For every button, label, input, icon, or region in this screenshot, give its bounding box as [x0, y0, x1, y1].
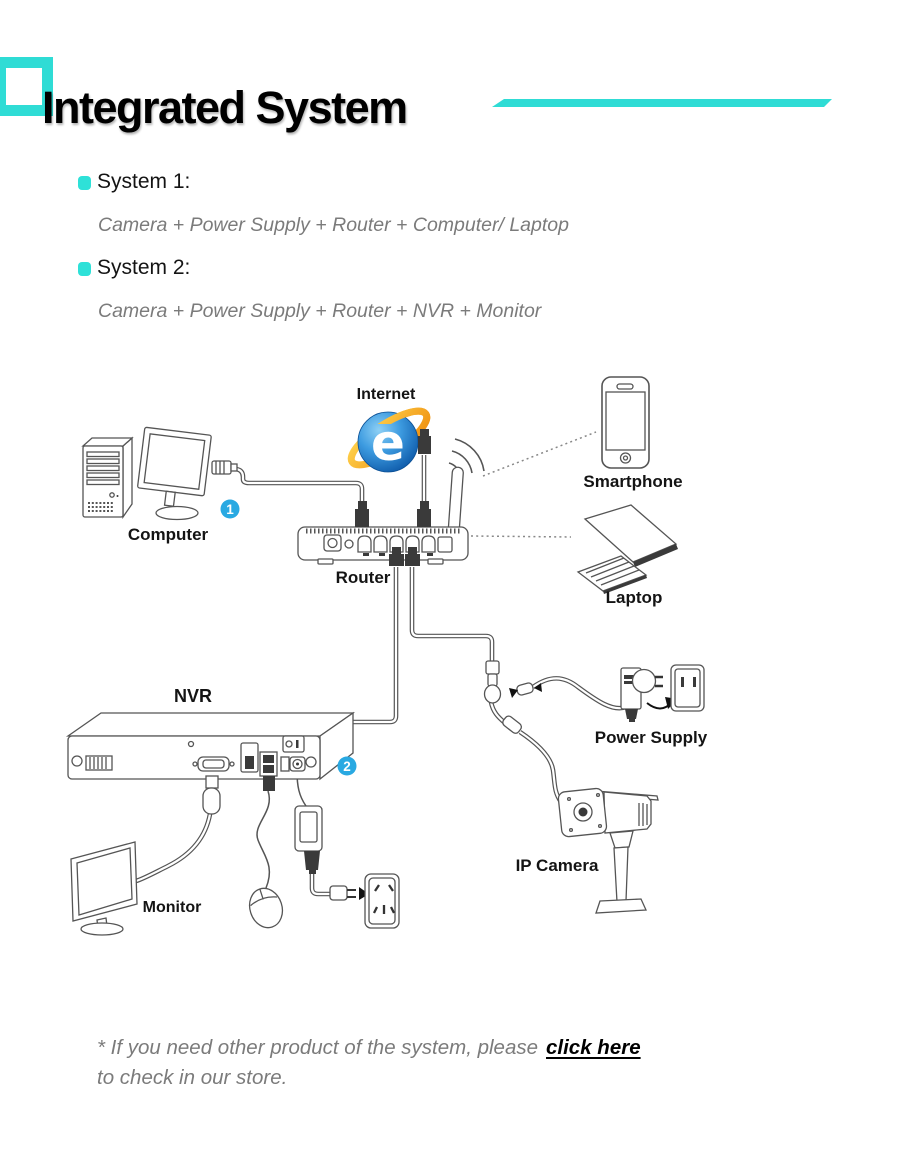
cable-splitter-group: [483, 660, 542, 734]
nvr-power-switch: [282, 735, 305, 753]
system2-bullet-icon: [78, 262, 91, 276]
computer-group: Computer: [81, 426, 238, 544]
system1-components: Camera + Power Supply + Router + Compute…: [98, 214, 569, 236]
ac-plug: [329, 885, 348, 901]
ip-camera-label: IP Camera: [516, 856, 599, 875]
router-group: Router: [297, 466, 469, 587]
monitor-label: Monitor: [143, 899, 202, 916]
nvr-power-adapter-group: [294, 805, 400, 929]
title-accent-square: [0, 57, 53, 116]
svg-text:1: 1: [226, 502, 234, 517]
camera-stand: [613, 846, 629, 903]
cables: [135, 455, 627, 897]
laptop-label: Laptop: [606, 588, 663, 607]
badge-1: 1: [220, 499, 240, 519]
ip-camera-group: IP Camera: [516, 787, 659, 914]
mouse-group: [248, 887, 284, 929]
camera-body: [603, 791, 652, 834]
badge-2: 2: [337, 756, 357, 776]
smartphone-body: [601, 376, 650, 469]
footnote-suffix: to check in our store.: [97, 1066, 288, 1089]
system1-bullet-icon: [78, 176, 91, 190]
wifi-link-laptop: [470, 535, 572, 538]
nvr-label: NVR: [174, 686, 212, 706]
footnote: * If you need other product of the syste…: [97, 1033, 697, 1093]
computer-monitor: [137, 426, 212, 507]
router-label: Router: [336, 568, 391, 587]
camera-wall-outlet: [670, 664, 705, 712]
smartphone-label: Smartphone: [583, 472, 682, 491]
wifi-link-smartphone: [482, 431, 597, 477]
computer-label: Computer: [128, 525, 209, 544]
title-accent-line: [492, 99, 832, 107]
smartphone-group: Smartphone: [583, 376, 683, 491]
system1-label: System 1:: [97, 170, 191, 193]
page-title: Integrated System: [42, 82, 408, 133]
click-here-link[interactable]: click here: [546, 1036, 641, 1059]
nvr-group: NVR: [65, 686, 356, 791]
svg-text:2: 2: [343, 759, 351, 774]
monitor-group: Monitor: [70, 775, 221, 936]
system2-components: Camera + Power Supply + Router + NVR + M…: [98, 300, 542, 322]
internet-label: Internet: [357, 386, 416, 403]
monitor-screen: [70, 841, 138, 922]
laptop-group: Laptop: [576, 504, 678, 607]
wall-outlet: [364, 873, 400, 929]
footnote-prefix: * If you need other product of the syste…: [97, 1036, 539, 1059]
power-supply-label: Power Supply: [595, 728, 708, 747]
system2-label: System 2:: [97, 256, 191, 279]
power-supply-group: Power Supply: [595, 664, 708, 747]
internet-group: e Internet: [347, 386, 431, 473]
